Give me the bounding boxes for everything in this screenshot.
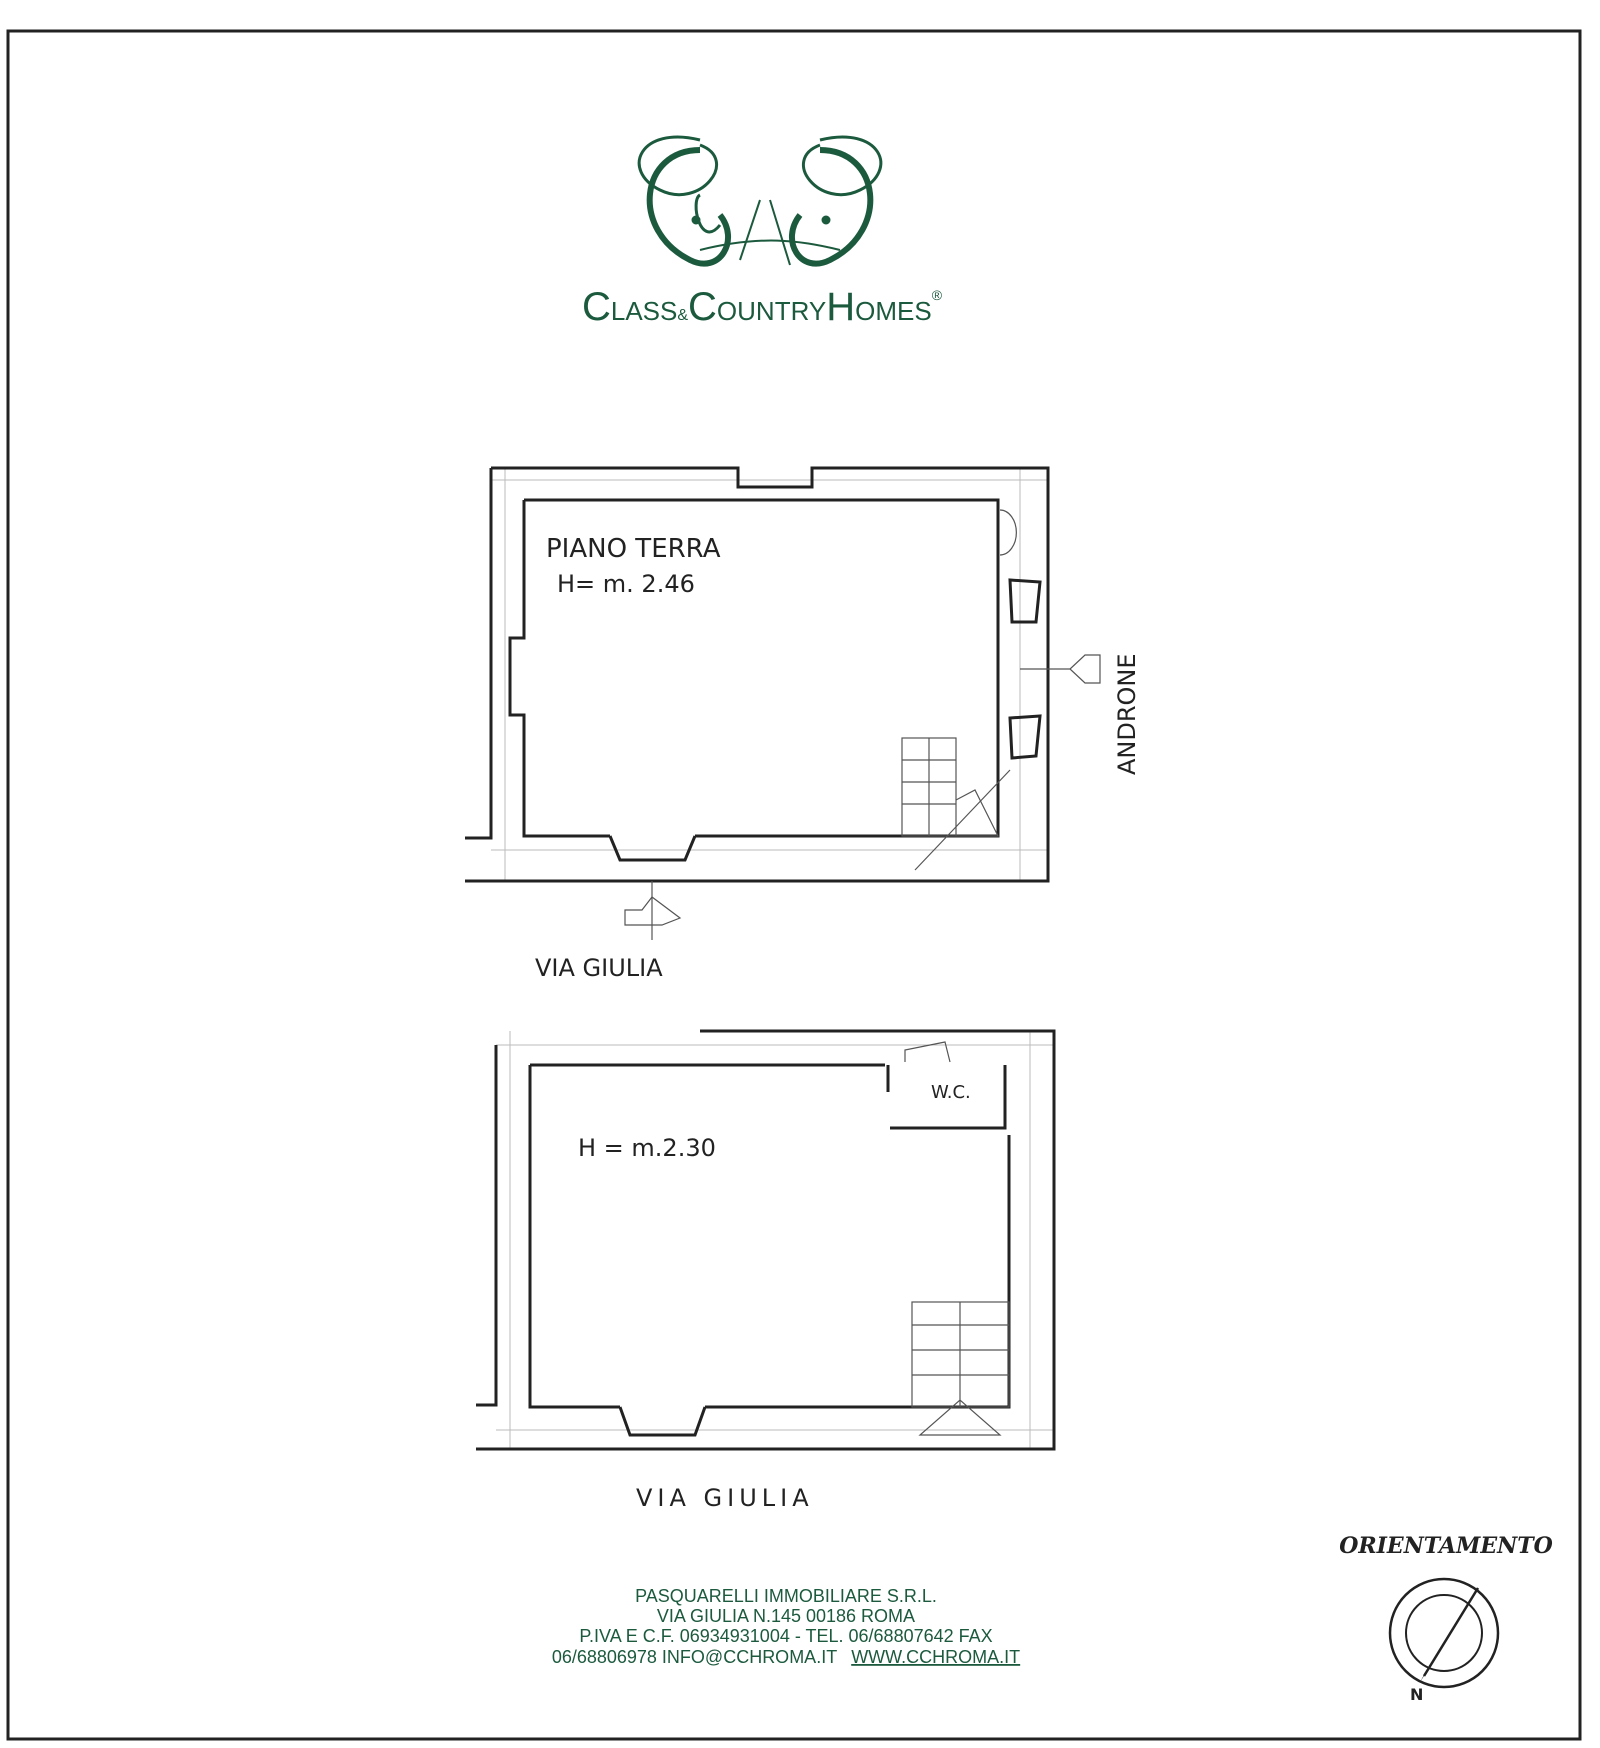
staircase bbox=[901, 737, 1011, 871]
ground-floor-title: PIANO TERRA bbox=[546, 534, 721, 564]
brand-logo bbox=[637, 135, 883, 267]
page-border bbox=[6, 29, 1582, 1741]
upper-floor-height: H = m.2.30 bbox=[578, 1134, 716, 1162]
upper-floor-plan: W.C. H = m.2.30 VIA GIULIA bbox=[476, 1029, 1056, 1512]
agency-name: PASQUARELLI IMMOBILIARE S.R.L. bbox=[635, 1586, 937, 1606]
agency-footer: PASQUARELLI IMMOBILIARE S.R.L. VIA GIULI… bbox=[552, 1586, 1020, 1667]
ground-floor-street: VIA GIULIA bbox=[535, 954, 663, 982]
agency-tax-phone: P.IVA E C.F. 06934931004 - TEL. 06/68807… bbox=[579, 1626, 992, 1646]
side-entrance-arrow-icon bbox=[1069, 654, 1101, 684]
ground-floor-plan: PIANO TERRA H= m. 2.46 ANDRONE VIA GIULI… bbox=[465, 466, 1141, 982]
compass-icon bbox=[1388, 1577, 1500, 1689]
north-label: N bbox=[1410, 1685, 1423, 1704]
agency-address: VIA GIULIA N.145 00186 ROMA bbox=[657, 1606, 915, 1626]
upper-floor-street: VIA GIULIA bbox=[636, 1484, 814, 1512]
brand-wordmark: CLASS&COUNTRYHOMES® bbox=[582, 285, 943, 329]
orientation-title: ORIENTAMENTO bbox=[1339, 1533, 1553, 1559]
staircase bbox=[911, 1301, 1010, 1436]
agency-website-link[interactable]: WWW.CCHROMA.IT bbox=[851, 1647, 1020, 1667]
orientation-compass: ORIENTAMENTO N bbox=[1339, 1533, 1553, 1704]
side-entrance-label: ANDRONE bbox=[1113, 653, 1141, 775]
wc-label: W.C. bbox=[931, 1082, 971, 1103]
ground-floor-height: H= m. 2.46 bbox=[557, 570, 695, 598]
